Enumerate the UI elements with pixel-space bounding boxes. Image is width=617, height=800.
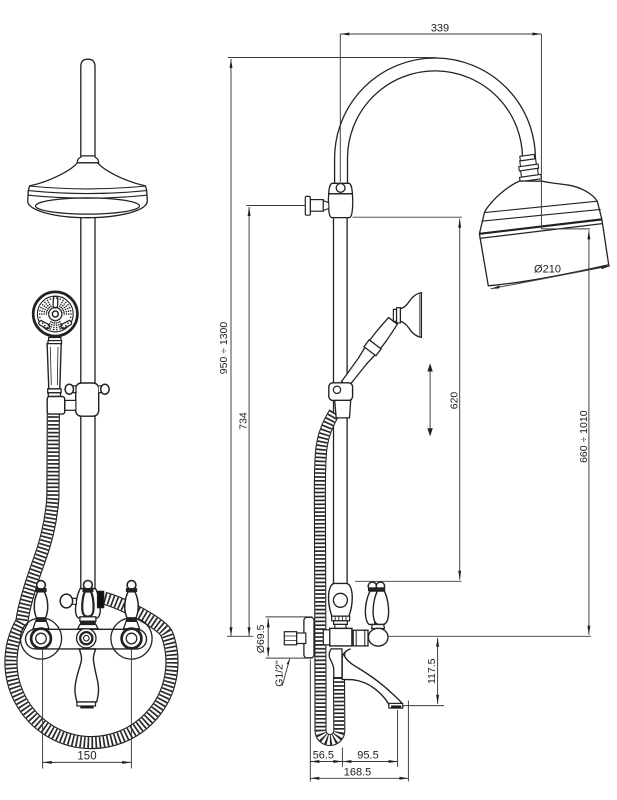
svg-text:G1/2": G1/2" <box>274 660 286 687</box>
svg-text:620: 620 <box>448 392 460 410</box>
svg-text:660 ÷ 1010: 660 ÷ 1010 <box>578 410 590 463</box>
svg-text:168.5: 168.5 <box>344 766 372 778</box>
svg-text:950 ÷ 1300: 950 ÷ 1300 <box>218 322 230 375</box>
svg-text:734: 734 <box>238 412 250 430</box>
svg-text:95.5: 95.5 <box>357 749 378 761</box>
svg-text:Ø210: Ø210 <box>534 263 561 275</box>
svg-text:56.5: 56.5 <box>313 749 334 761</box>
svg-text:117.5: 117.5 <box>426 658 438 684</box>
svg-text:339: 339 <box>431 23 449 35</box>
svg-text:150: 150 <box>77 751 96 763</box>
svg-text:Ø69.5: Ø69.5 <box>255 624 267 653</box>
